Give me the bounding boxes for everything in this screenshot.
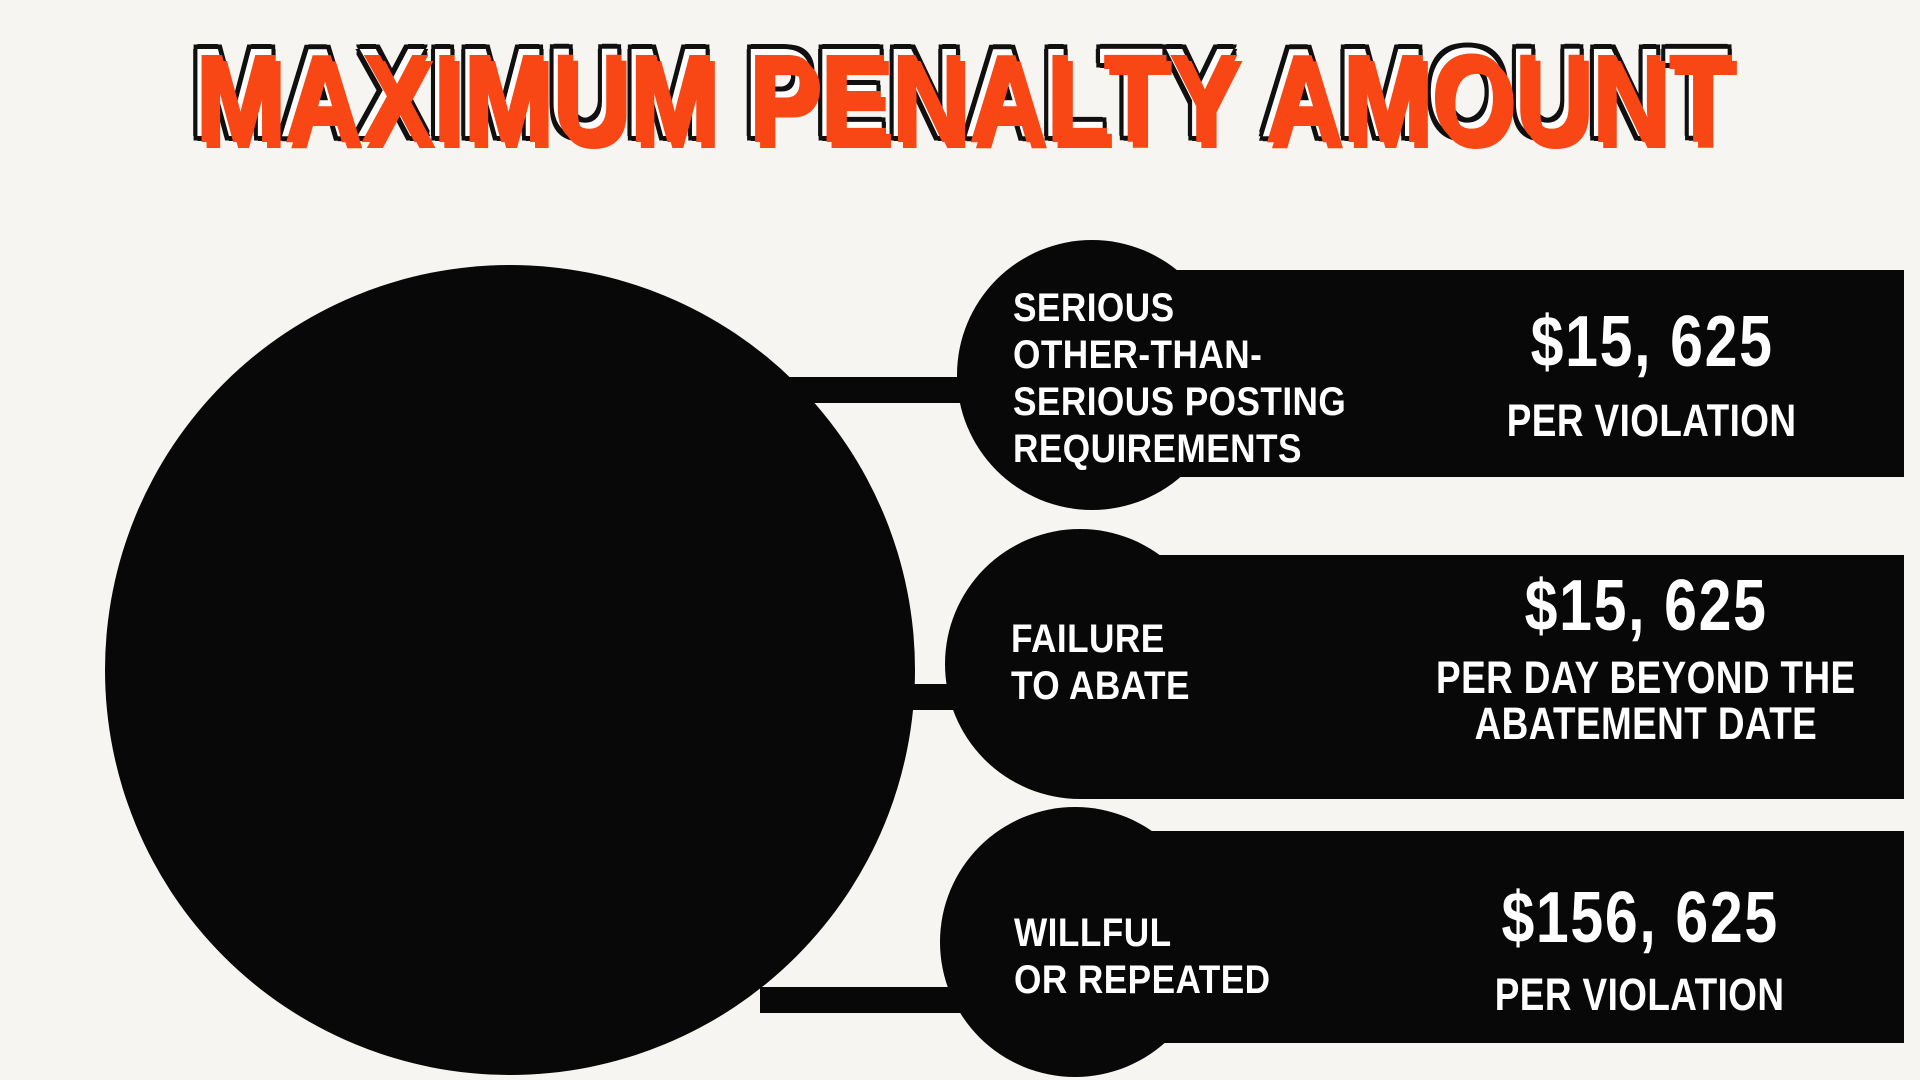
row-node-willful-repeated bbox=[940, 807, 1210, 1077]
title-outline-layer: MAXIMUM PENALTY AMOUNT bbox=[190, 22, 1730, 163]
label-line: SERIOUS POSTING bbox=[1013, 380, 1347, 424]
penalty-caption: PER VIOLATION bbox=[1495, 969, 1785, 1020]
penalty-caption: ABATEMENT DATE bbox=[1474, 698, 1818, 749]
row-label-failure-to-abate: FAILURE TO ABATE bbox=[1011, 616, 1214, 710]
page-title: MAXIMUM PENALTY AMOUNT MAXIMUM PENALTY A… bbox=[190, 22, 1738, 168]
label-line: OR REPEATED bbox=[1014, 958, 1271, 1002]
title-shadow-layer: MAXIMUM PENALTY AMOUNT bbox=[199, 34, 1739, 175]
label-line: TO ABATE bbox=[1011, 664, 1190, 708]
label-line: WILLFUL bbox=[1014, 911, 1172, 955]
penalty-caption: PER DAY BEYOND THE bbox=[1436, 652, 1856, 703]
label-line: FAILURE bbox=[1011, 617, 1165, 661]
penalty-amount: $156, 625 bbox=[1501, 878, 1779, 958]
row-label-serious: SERIOUS OTHER-THAN- SERIOUS POSTING REQU… bbox=[1013, 285, 1392, 473]
row-node-serious bbox=[957, 240, 1227, 510]
row-bar-failure-to-abate bbox=[1080, 555, 1904, 799]
penalty-amount: $15, 625 bbox=[1524, 566, 1768, 646]
row-amount-failure-to-abate: $15, 625 PER DAY BEYOND THE ABATEMENT DA… bbox=[1386, 570, 1906, 747]
row-amount-willful-repeated: $156, 625 PER VIOLATION bbox=[1380, 882, 1900, 1018]
title-fill-layer: MAXIMUM PENALTY AMOUNT bbox=[194, 28, 1734, 169]
row-amount-serious: $15, 625 PER VIOLATION bbox=[1392, 306, 1912, 444]
penalty-amount: $15, 625 bbox=[1530, 302, 1774, 382]
label-line: REQUIREMENTS bbox=[1013, 427, 1302, 471]
penalty-caption: PER VIOLATION bbox=[1507, 395, 1797, 446]
label-line: SERIOUS bbox=[1013, 286, 1175, 330]
row-label-willful-repeated: WILLFUL OR REPEATED bbox=[1014, 910, 1305, 1004]
row-node-failure-to-abate bbox=[945, 529, 1215, 799]
row-bar-willful-repeated bbox=[1075, 831, 1904, 1043]
label-line: OTHER-THAN- bbox=[1013, 333, 1263, 377]
